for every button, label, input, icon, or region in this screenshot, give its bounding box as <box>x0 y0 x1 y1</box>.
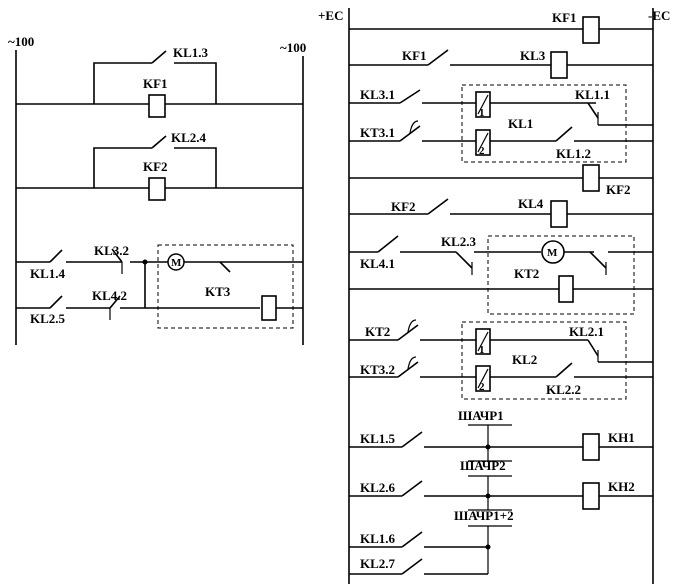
kt2-contact <box>397 324 419 341</box>
kl3-2-label: KL3.2 <box>94 243 129 258</box>
kt3-coil <box>261 295 277 321</box>
kf1-coil <box>148 94 166 118</box>
kt3-1-label: KT3.1 <box>360 125 395 140</box>
kl1-3-contact <box>151 50 167 64</box>
kf2-contact-right-label: KF2 <box>391 199 416 214</box>
kl2-2-label: KL2.2 <box>546 382 581 397</box>
kl1-3-label: KL1.3 <box>173 45 209 60</box>
kt3-2-label: KT3.2 <box>360 362 395 377</box>
kl3-1-label: KL3.1 <box>360 87 395 102</box>
shachr12-label: ШАЧР1+2 <box>454 508 514 523</box>
kt3-1-contact <box>399 125 421 142</box>
kl2-1-contact <box>587 339 599 357</box>
kt2-contact-label: KT2 <box>365 324 390 339</box>
kh2-coil <box>582 482 600 510</box>
kl2-4-label: KL2.4 <box>171 130 207 145</box>
kt2-block <box>487 235 635 315</box>
kf1-coil-right <box>582 16 600 44</box>
kf2-coil-right-label: KF2 <box>606 182 631 197</box>
kl1-label: KL1 <box>508 116 533 131</box>
left-supply-label: ~100 <box>8 34 34 49</box>
kl2-7-contact <box>401 558 423 575</box>
kt2-label: KT2 <box>514 266 539 281</box>
kt3-label: KT3 <box>205 284 231 299</box>
kl2-7-label: KL2.7 <box>360 556 396 571</box>
kh2-label: KH2 <box>608 479 635 494</box>
kl1-4-contact <box>49 249 63 263</box>
svg-text:1: 1 <box>479 107 485 119</box>
kt3-2-contact <box>397 361 419 378</box>
kl4-1-contact <box>377 235 399 253</box>
kl3-coil-label: KL3 <box>520 48 546 63</box>
kl2-label: KL2 <box>512 352 537 367</box>
kt3-contact <box>219 261 231 273</box>
kf1-contact-right <box>427 49 449 66</box>
kl2-5-label: KL2.5 <box>30 311 66 326</box>
kf1-coil-right-label: KF1 <box>552 10 577 25</box>
kl2-6-label: KL2.6 <box>360 480 396 495</box>
kf1-contact-right-label: KF1 <box>402 48 427 63</box>
kt3-block <box>157 244 294 329</box>
kt2-coil <box>558 275 574 303</box>
shachr1-label: ШАЧР1 <box>458 408 504 423</box>
kl2-6-contact <box>401 480 423 497</box>
kh1-label: KH1 <box>608 430 635 445</box>
kl4-2-label: KL4.2 <box>92 288 127 303</box>
kf2-coil-right <box>582 164 600 192</box>
kl4-coil-label: KL4 <box>518 196 544 211</box>
kl1-5-contact <box>401 431 423 448</box>
kl2-4-contact <box>151 135 167 149</box>
kl1-6-label: KL1.6 <box>360 531 396 546</box>
kl2-5-contact <box>49 295 63 309</box>
svg-text:2: 2 <box>479 381 485 393</box>
kl1-5-label: KL1.5 <box>360 431 396 446</box>
kf2-coil <box>148 177 166 201</box>
kl2-3-contact <box>455 251 473 269</box>
kl4-coil <box>550 200 568 228</box>
kl1-1-contact <box>587 102 599 119</box>
kl2-1-label: KL2.1 <box>569 324 604 339</box>
kf2-contact-right <box>427 198 449 215</box>
kl1-6-contact <box>401 531 423 548</box>
bus-plus-label: +EC <box>318 8 343 23</box>
svg-text:M: M <box>171 257 182 269</box>
kl1-4-label: KL1.4 <box>30 266 66 281</box>
kl1-2-contact <box>555 126 573 142</box>
kl1-2-label: KL1.2 <box>556 146 591 161</box>
kt3-motor-icon <box>167 253 185 271</box>
kl3-coil <box>550 51 568 79</box>
kl3-2-contact <box>111 248 123 263</box>
kl4-1-label: KL4.1 <box>360 256 395 271</box>
kf1-coil-label: KF1 <box>143 76 168 91</box>
kh1-coil <box>582 433 600 461</box>
kf2-coil-label: KF2 <box>143 159 168 174</box>
right-circuit: +EC -EC KF1 KF1 KL3 KL3.1 1 KL1.1 KL1 <box>318 8 670 584</box>
svg-text:1: 1 <box>479 344 485 356</box>
kl1-block <box>461 84 627 163</box>
kl2-3-label: KL2.3 <box>441 234 477 249</box>
kl2-2-contact <box>555 362 573 378</box>
kl3-1-contact <box>399 89 421 104</box>
svg-text:M: M <box>547 247 558 259</box>
right-supply-label: ~100 <box>280 40 306 55</box>
kt2-motor-contact <box>589 251 607 269</box>
junction-dot <box>142 259 148 265</box>
svg-text:2: 2 <box>479 145 485 157</box>
left-circuit: ~100 ~100 KF1 KL1.3 KF2 KL2.4 KL1.4 KL3.… <box>8 34 306 345</box>
bus-minus-label: -EC <box>648 8 670 23</box>
shachr2-label: ШАЧР2 <box>460 458 506 473</box>
kl1-1-label: KL1.1 <box>575 87 610 102</box>
kl2-block <box>461 321 627 400</box>
kl4-2-contact <box>109 295 121 309</box>
